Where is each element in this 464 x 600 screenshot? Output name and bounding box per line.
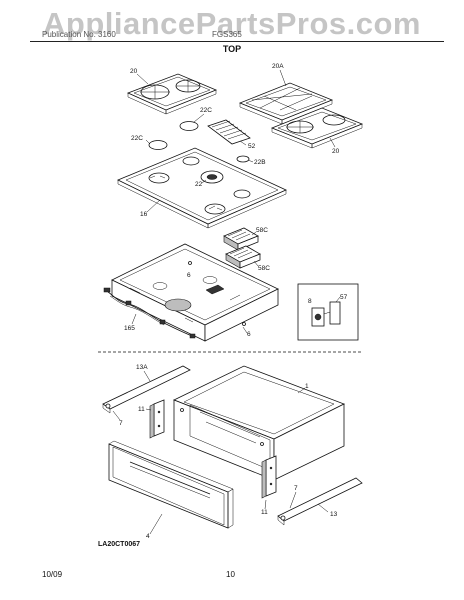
drawer-bracket-left	[149, 399, 165, 439]
callout-ignitor-harness: 165	[124, 325, 135, 332]
diagram-code: LA20CT0067	[98, 541, 140, 548]
callout-burner-c2: 58C	[258, 265, 270, 272]
callout-bracket: 57	[340, 294, 348, 301]
drawer-box	[173, 365, 345, 481]
callout-pan-lower: 6	[247, 331, 251, 338]
burner-cap-22c-top	[179, 121, 199, 131]
drawer-rail-left	[102, 365, 191, 414]
callout-pan: 6	[187, 272, 191, 279]
callout-rail-left-num: 13A	[136, 364, 148, 371]
callout-drawer-front: 4	[146, 533, 150, 540]
cooktop-main-top	[117, 147, 287, 229]
footer-page-number: 10	[226, 570, 235, 579]
section-title: TOP	[222, 44, 242, 54]
callout-cooktop: 16	[140, 211, 148, 218]
drawer-rail-right	[277, 477, 363, 526]
callout-burner-c1: 58C	[256, 227, 268, 234]
burner-58c-lower	[225, 245, 261, 269]
header-rule	[30, 41, 444, 42]
valve-inset	[297, 283, 359, 341]
drawer-front-panel	[108, 440, 234, 529]
callout-cap-main: 22	[195, 181, 203, 188]
callout-cap-b: 22B	[254, 159, 266, 166]
grate-right-b	[270, 107, 364, 149]
burner-box	[111, 243, 279, 342]
vent-trim	[207, 119, 251, 145]
callout-grate-right-a: 20A	[272, 63, 284, 70]
callout-valve: 8	[308, 298, 312, 305]
callout-bracket-left: 11	[138, 406, 145, 413]
footer-date: 10/09	[42, 570, 63, 579]
grate-right-a	[238, 82, 334, 125]
callout-rail-right-num: 13	[330, 511, 338, 518]
model-number: FGS365	[212, 30, 242, 39]
callout-cap-c1: 22C	[200, 107, 212, 114]
callout-drawer: 1	[305, 383, 309, 390]
ignitor-harness	[103, 287, 196, 339]
burner-cap-22c-left	[148, 140, 168, 150]
callout-grate-left: 20	[130, 68, 138, 75]
burner-cap-22b	[236, 155, 250, 163]
callout-rail-right-screw: 7	[294, 485, 298, 492]
callout-vent: 52	[248, 143, 256, 150]
grate-left	[126, 73, 218, 115]
callout-grate-right-b: 20	[332, 148, 340, 155]
callout-cap-c2: 22C	[131, 135, 143, 142]
publication-number: Publication No. 3160	[42, 30, 116, 39]
callout-bracket-right: 11	[261, 509, 268, 516]
drawer-bracket-right	[261, 455, 277, 499]
callout-rail-left-screw: 7	[119, 420, 123, 427]
burner-58c-upper	[223, 227, 259, 251]
